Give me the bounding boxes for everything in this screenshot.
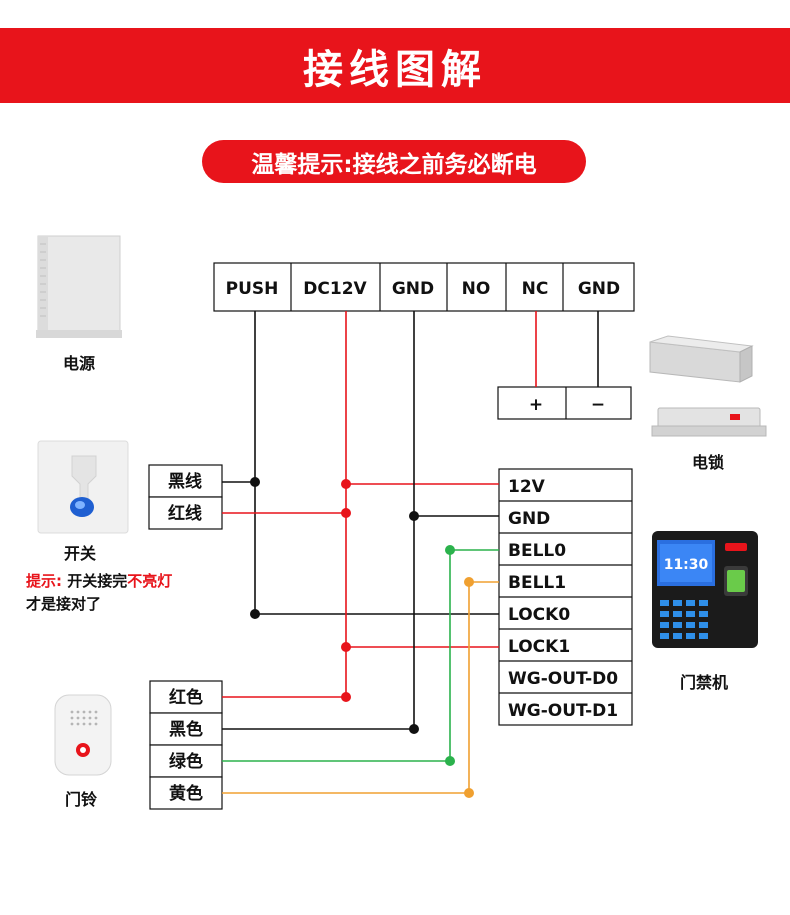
- wire-bell1: [222, 581, 499, 794]
- terminal-bell0: BELL0: [508, 541, 566, 561]
- tip-highlight: 不亮灯: [127, 572, 173, 590]
- terminal-dc12v: DC12V: [303, 279, 367, 299]
- electric-lock-image: [649, 335, 767, 437]
- switch-wire-red: 红线: [168, 503, 202, 524]
- doorbell-image: [54, 694, 112, 776]
- switch-tip: 提示: 开关接完不亮灯 才是接对了: [26, 570, 172, 616]
- terminal-wg-out-d1: WG-OUT-D1: [508, 701, 618, 721]
- lock-caption: 电锁: [692, 453, 725, 472]
- terminal-ac-gnd: GND: [508, 509, 550, 529]
- access-control-terminals: [498, 468, 633, 726]
- lock-terminal-plus: +: [529, 395, 543, 415]
- title-banner: 接线图解: [0, 28, 790, 103]
- switch-wire-boxes: [148, 464, 223, 530]
- doorbell-wire-black: 黑色: [169, 719, 203, 740]
- doorbell-wire-green: 绿色: [169, 751, 203, 772]
- lock-terminal-minus: −: [591, 395, 605, 415]
- wire-push-lock0: [254, 311, 499, 615]
- terminal-no: NO: [462, 279, 491, 299]
- access-control-device-image: 11:30: [652, 531, 758, 648]
- terminal-lock1: LOCK1: [508, 637, 570, 657]
- warning-notice: 温馨提示:接线之前务必断电: [202, 140, 586, 183]
- device-screen-time: 11:30: [664, 557, 709, 573]
- exit-switch-image: [37, 440, 129, 534]
- terminal-gnd-2: GND: [578, 279, 620, 299]
- terminal-12v: 12V: [508, 477, 546, 497]
- power-supply-terminals: [213, 262, 635, 312]
- power-supply-caption: 电源: [63, 354, 96, 373]
- junction-dots: [250, 477, 474, 798]
- terminal-push: PUSH: [226, 279, 279, 299]
- terminal-lock0: LOCK0: [508, 605, 570, 625]
- terminal-bell1: BELL1: [508, 573, 566, 593]
- doorbell-wire-yellow: 黄色: [169, 783, 203, 804]
- tip-prefix: 提示:: [26, 572, 62, 590]
- terminal-nc: NC: [522, 279, 549, 299]
- power-supply-image: [36, 235, 122, 338]
- page-title: 接线图解: [303, 46, 487, 93]
- terminal-wg-out-d0: WG-OUT-D0: [508, 669, 618, 689]
- wire-gnd: [222, 311, 415, 730]
- tip-line2: 才是接对了: [26, 595, 102, 613]
- switch-wire-black: 黑线: [168, 471, 202, 492]
- wire-dc12v: [222, 311, 347, 698]
- wire-bell0: [222, 549, 499, 762]
- access-control-caption: 门禁机: [680, 673, 729, 692]
- tip-line1: 开关接完: [67, 572, 128, 590]
- lock-terminals: [497, 386, 632, 420]
- doorbell-caption: 门铃: [65, 790, 98, 809]
- doorbell-wire-red: 红色: [169, 687, 203, 708]
- terminal-gnd: GND: [392, 279, 434, 299]
- switch-caption: 开关: [64, 544, 97, 563]
